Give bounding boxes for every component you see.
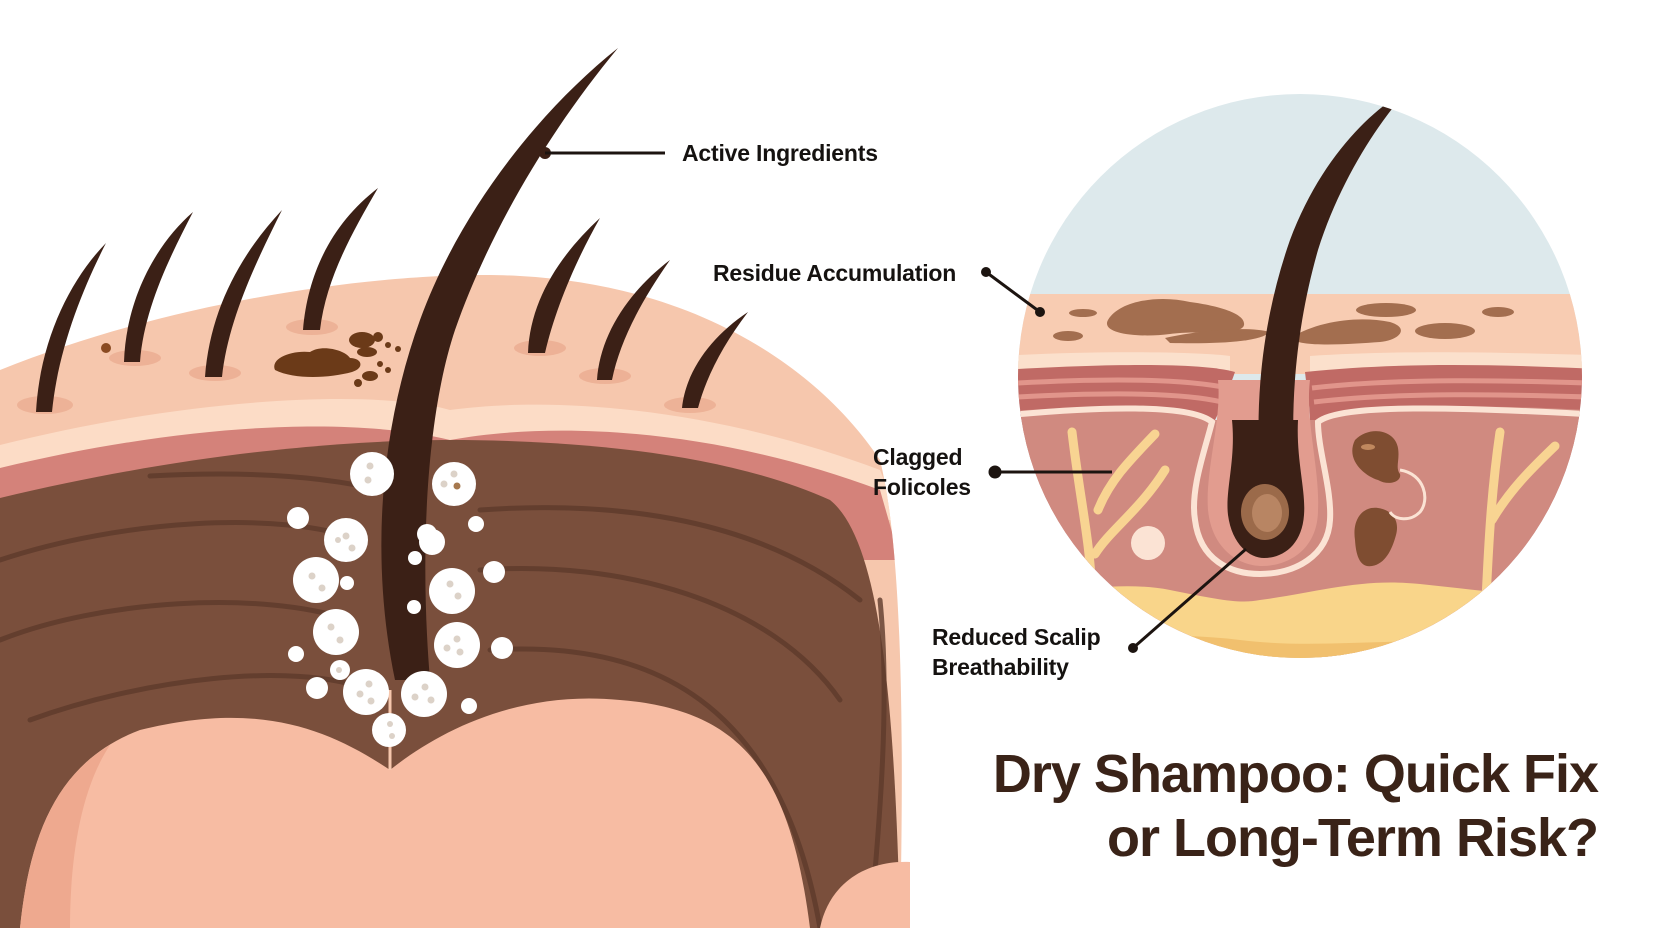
title-line1: Dry Shampoo: Quick Fix — [992, 744, 1599, 804]
label-active-ingredients: Active Ingredients — [682, 140, 878, 166]
head-illustration — [0, 48, 910, 928]
title-line2: or Long-Term Risk? — [1106, 808, 1599, 868]
small-hairs — [36, 188, 748, 412]
label-residue-accumulation: Residue Accumulation — [713, 260, 957, 286]
label-reduced-breathability-line1: Reduced Scalip — [932, 624, 1101, 650]
label-clogged-follicles: Clagged Folicoles — [873, 442, 971, 502]
label-clogged-follicles-line2: Folicoles — [873, 474, 971, 500]
scalp-cross-section — [1018, 94, 1582, 658]
residue-blobs — [101, 332, 401, 387]
powder-particles — [287, 452, 513, 747]
leader-lines — [545, 151, 1247, 653]
page-title: Dry Shampoo: Quick Fix or Long-Term Risk… — [992, 742, 1599, 870]
label-clogged-follicles-line1: Clagged — [873, 444, 963, 470]
label-reduced-breathability: Reduced Scalip Breathability — [932, 622, 1101, 682]
main-hair-strand — [381, 48, 618, 680]
label-reduced-breathability-line2: Breathability — [932, 654, 1069, 680]
